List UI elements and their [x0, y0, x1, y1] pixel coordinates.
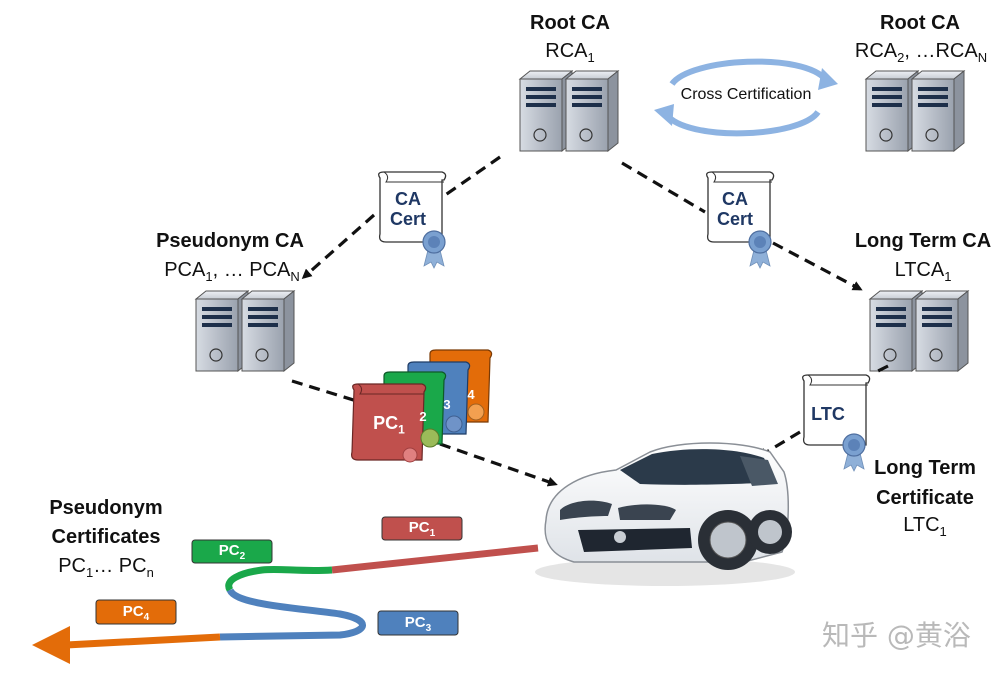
pc-doc-4-label: 4	[467, 387, 475, 402]
pseudonym-ca-server-icon	[195, 290, 295, 372]
root-ca-2-server-icon	[865, 70, 965, 152]
path-tag-pc4: PC4	[122, 603, 150, 623]
root-ca-1-id: RCA1	[545, 40, 595, 65]
watermark: 知乎 @黄浴	[822, 619, 971, 652]
car-icon	[535, 442, 795, 586]
pc-doc-main-label: PC1	[373, 413, 405, 437]
root-ca-2-title: Root CA	[880, 12, 960, 34]
pseudonym-certificates-id: PC1… PCn	[58, 555, 154, 580]
pseudonym-ca-title: Pseudonym CA	[156, 230, 304, 252]
root-ca-1-title: Root CA	[530, 12, 610, 34]
long-term-ca-title: Long Term CA	[854, 230, 992, 252]
ltc-doc-label: LTC	[811, 404, 845, 424]
root-ca-2-id: RCA2, …RCAN	[854, 40, 988, 65]
pc-doc-3-label: 3	[443, 397, 451, 412]
pseudonym-ca-id: PCA1, … PCAN	[164, 259, 300, 284]
cross-certification-arrows-icon	[654, 58, 838, 137]
vehicle-path	[65, 544, 539, 649]
path-arrowhead-icon	[32, 626, 70, 664]
pc-doc-2-label: 2	[419, 409, 427, 424]
cross-certification-label: Cross Certification	[680, 86, 812, 103]
root-ca-1-server-icon	[519, 70, 619, 152]
path-tag-pc1: PC1	[408, 519, 436, 539]
long-term-ca-server-icon	[869, 290, 969, 372]
path-tag-pc2: PC2	[218, 542, 246, 562]
pc-doc-stack-icon	[351, 349, 493, 463]
path-tag-pc3: PC3	[404, 614, 432, 634]
long-term-certificate-id: LTC1	[903, 514, 947, 539]
long-term-ca-id: LTCA1	[894, 259, 952, 284]
